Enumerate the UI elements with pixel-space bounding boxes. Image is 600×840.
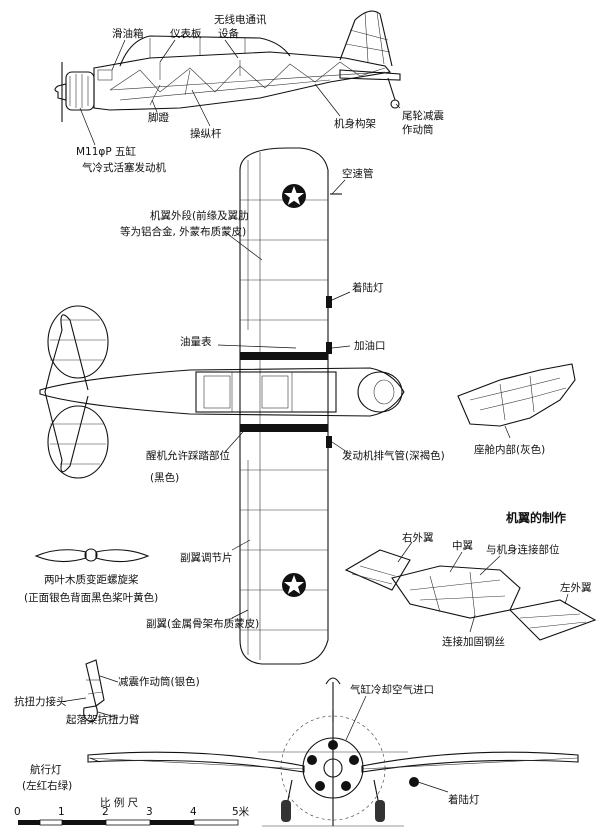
scale-tick-0: 0 [14,806,21,818]
label-control-stick: 操纵杆 [190,128,222,140]
label-walkway-line2: (黑色) [150,472,180,484]
label-cockpit-interior: 座舱内部(灰色) [474,444,546,456]
label-radio-line1: 无线电通讯 [214,14,267,26]
label-walkway-line1: 醒机允许踩踏部位 [146,450,230,462]
scale-tick-5: 5米 [232,806,250,818]
side-view [54,10,401,146]
scale-tick-2: 2 [102,806,109,818]
label-cooling-inlet: 气缸冷却空气进口 [350,684,434,696]
label-landing-light-top: 着陆灯 [352,282,384,294]
label-right-outer: 右外翼 [402,532,434,544]
label-outer-wing-line2: 等为铝合金, 外蒙布质蒙皮) [120,226,247,238]
front-view [87,677,579,827]
label-joint-wire: 连接加固钢丝 [442,636,505,648]
scale-bar [18,819,239,826]
label-fuselage-frame: 机身构架 [334,118,376,130]
label-trim-tab: 副翼调节片 [180,552,233,564]
label-left-outer: 左外翼 [560,582,592,594]
label-radio-line2: 设备 [218,28,239,40]
label-nav-light-line1: 航行灯 [30,764,62,776]
label-fuel-gauge: 油量表 [180,336,212,348]
label-fuel-filler: 加油口 [354,340,386,352]
label-center-wing: 中翼 [452,540,473,552]
label-outer-wing-line1: 机翼外段(前缘及翼肋 [150,210,249,222]
label-tailwheel-line1: 尾轮减震 [402,110,444,122]
scale-tick-4: 4 [190,806,197,818]
label-gear-torsion-arm: 起落架抗扭力臂 [66,714,140,726]
top-view [39,147,405,665]
label-instrument-panel: 仪表板 [170,28,202,40]
label-torsion-joint: 抗扭力接头 [14,696,67,708]
scale-title: 比 例 尺 [100,797,139,809]
cockpit-interior-sketch [457,363,576,439]
label-aileron: 副翼(金属骨架布质蒙皮) [146,618,260,630]
label-engine-line2: 气冷式活塞发动机 [82,162,166,174]
propeller-sketch [34,548,150,563]
label-shock-strut: 减震作动筒(银色) [118,676,200,688]
label-fuel-box: 滑油箱 [112,28,144,40]
label-fuselage-joint: 与机身连接部位 [486,544,560,556]
label-landing-light-front: 着陆灯 [448,794,480,806]
landing-gear-sketch [59,659,119,723]
wing-construction-sketch [344,541,597,641]
label-prop-line1: 两叶木质变距螺旋桨 [44,574,139,586]
label-prop-line2: (正面银色背面黑色桨叶黄色) [24,592,159,604]
label-nav-light-line2: (左红右绿) [22,780,73,792]
scale-tick-1: 1 [58,806,65,818]
label-pitot: 空速管 [342,168,374,180]
label-tailwheel-line2: 作动筒 [402,124,434,136]
label-pedal: 脚蹬 [148,112,169,124]
label-engine-line1: M11φP 五缸 [76,146,137,158]
label-wing-making: 机翼的制作 [506,511,567,525]
scale-tick-3: 3 [146,806,153,818]
label-exhaust: 发动机排气管(深褐色) [342,450,445,462]
